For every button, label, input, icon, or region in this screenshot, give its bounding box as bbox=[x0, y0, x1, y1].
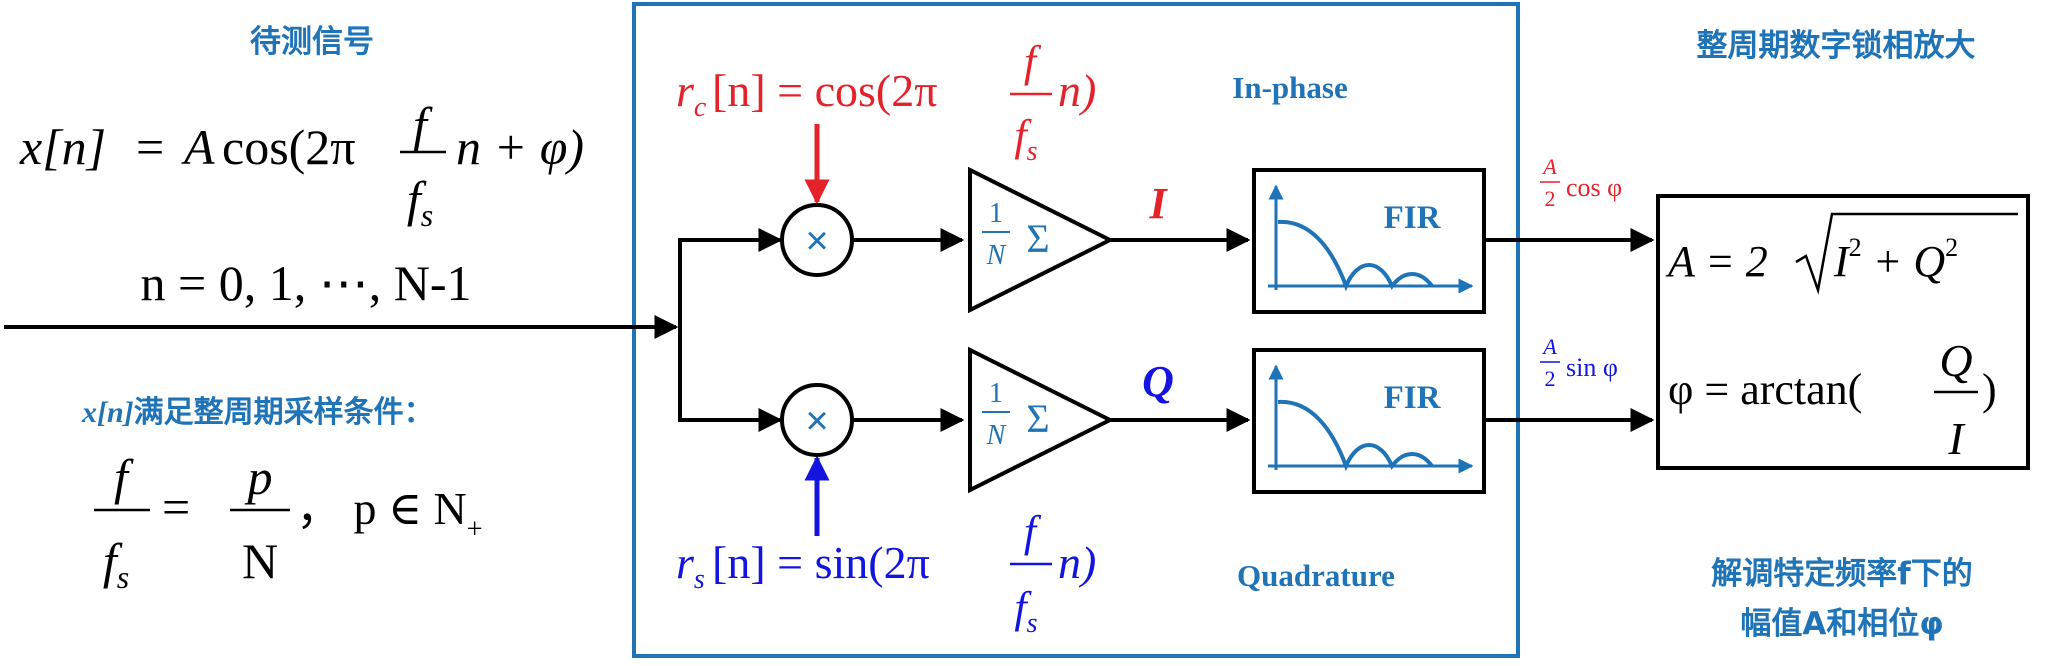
amp-sqrt-sign bbox=[1795, 212, 2018, 295]
i-out-num: A bbox=[1541, 154, 1557, 179]
sin-ref-mid: [n] = sin(2π bbox=[712, 537, 930, 588]
fir-i-label: FIR bbox=[1384, 200, 1442, 236]
signal-amplitude: A bbox=[181, 119, 215, 175]
index-range: n = 0, 1, ⋯, N-1 bbox=[141, 255, 472, 311]
cond-equals: = bbox=[162, 479, 190, 535]
signal-frac-den: fs bbox=[407, 171, 433, 233]
cond-left-num: f bbox=[114, 449, 134, 505]
accumulator-i: 1 N Σ bbox=[968, 166, 1115, 314]
sin-reference: rs [n] = sin(2π f fs n) bbox=[676, 507, 1096, 639]
condition-title-text: 满足整周期采样条件： bbox=[134, 395, 434, 430]
phase-formula: φ = arctan( Q I ) bbox=[1668, 335, 1997, 464]
cond-right-num: p bbox=[245, 449, 273, 505]
in-phase-label: In-phase bbox=[1232, 70, 1347, 105]
amplitude-formula: A = 2 I2 + Q2 bbox=[1665, 212, 2018, 295]
quadrature-label: Quadrature bbox=[1237, 558, 1395, 593]
cond-left-den: fs bbox=[103, 533, 129, 595]
input-panel-title: 待测信号 bbox=[250, 24, 374, 60]
accumulator-q: 1 N Σ bbox=[968, 346, 1115, 494]
mixer-i-symbol: × bbox=[805, 219, 828, 263]
accum-q-num: 1 bbox=[989, 378, 1003, 409]
accum-i-den: N bbox=[986, 240, 1007, 271]
cos-ref-den: fs bbox=[1014, 111, 1037, 167]
signal-function: cos(2π bbox=[222, 119, 356, 175]
mixer-q-symbol: × bbox=[805, 399, 828, 443]
q-label: Q bbox=[1142, 357, 1174, 406]
accum-q-den: N bbox=[986, 420, 1007, 451]
i-out-den: 2 bbox=[1545, 186, 1556, 211]
amp-radicand: I2 + Q2 bbox=[1833, 233, 1958, 286]
fir-q-label: FIR bbox=[1384, 380, 1442, 416]
signal-frac-num: f bbox=[413, 97, 433, 153]
q-output-label: A 2 sin φ bbox=[1540, 334, 1618, 391]
lockin-block-frame bbox=[632, 2, 1520, 658]
i-label: I bbox=[1148, 179, 1168, 228]
i-output-label: A 2 cos φ bbox=[1540, 154, 1622, 211]
condition-title: x[n]满足整周期采样条件： bbox=[81, 395, 434, 430]
fir-q-response-curve bbox=[1277, 399, 1434, 472]
q-out-func: sin φ bbox=[1566, 353, 1618, 382]
signal-equation: x[n] = A cos(2π f fs n + φ) bbox=[19, 97, 584, 233]
phase-lhs: φ = arctan( bbox=[1668, 365, 1862, 414]
signal-equals: = bbox=[136, 119, 164, 175]
q-out-den: 2 bbox=[1545, 366, 1556, 391]
sin-ref-den: fs bbox=[1014, 583, 1037, 639]
sin-ref-lhs: rs bbox=[676, 537, 705, 595]
fir-filter-i: FIR bbox=[1252, 168, 1486, 314]
condition-equation: f fs = p N ， p ∈ N+ bbox=[94, 449, 483, 595]
right-panel-title: 整周期数字锁相放大 bbox=[1697, 28, 1976, 64]
cond-right-den: N bbox=[242, 533, 278, 589]
phase-den: I bbox=[1947, 413, 1966, 464]
amp-lhs: A = 2 bbox=[1665, 237, 1768, 286]
accum-i-sigma: Σ bbox=[1026, 216, 1049, 261]
accum-i-num: 1 bbox=[989, 198, 1003, 229]
cos-ref-num: f bbox=[1024, 37, 1042, 86]
fir-filter-q: FIR bbox=[1252, 348, 1486, 494]
cos-ref-lhs: rc bbox=[676, 65, 707, 123]
phase-tail: ) bbox=[1982, 365, 1997, 414]
accum-q-sigma: Σ bbox=[1026, 396, 1049, 441]
signal-lhs: x[n] bbox=[19, 119, 106, 175]
q-out-num: A bbox=[1541, 334, 1557, 359]
cond-tail: ， p ∈ N+ bbox=[296, 483, 483, 545]
right-panel-note-line2: 幅值A和相位φ bbox=[1740, 606, 1943, 642]
result-box bbox=[1656, 194, 2030, 470]
condition-title-var: x[n] bbox=[81, 396, 134, 429]
cos-reference: rc [n] = cos(2π f fs n) bbox=[676, 37, 1096, 167]
mixer-q: × bbox=[780, 383, 854, 457]
phase-num: Q bbox=[1939, 335, 1972, 386]
cos-ref-mid: [n] = cos(2π bbox=[712, 65, 937, 116]
sin-ref-tail: n) bbox=[1058, 537, 1096, 588]
fir-i-response-curve bbox=[1277, 219, 1434, 292]
i-out-func: cos φ bbox=[1566, 173, 1622, 202]
right-panel-note-line1: 解调特定频率f下的 bbox=[1711, 556, 1973, 592]
cos-ref-tail: n) bbox=[1058, 65, 1096, 116]
sin-ref-num: f bbox=[1024, 507, 1042, 556]
signal-tail: n + φ) bbox=[456, 119, 584, 175]
mixer-i: × bbox=[780, 203, 854, 277]
